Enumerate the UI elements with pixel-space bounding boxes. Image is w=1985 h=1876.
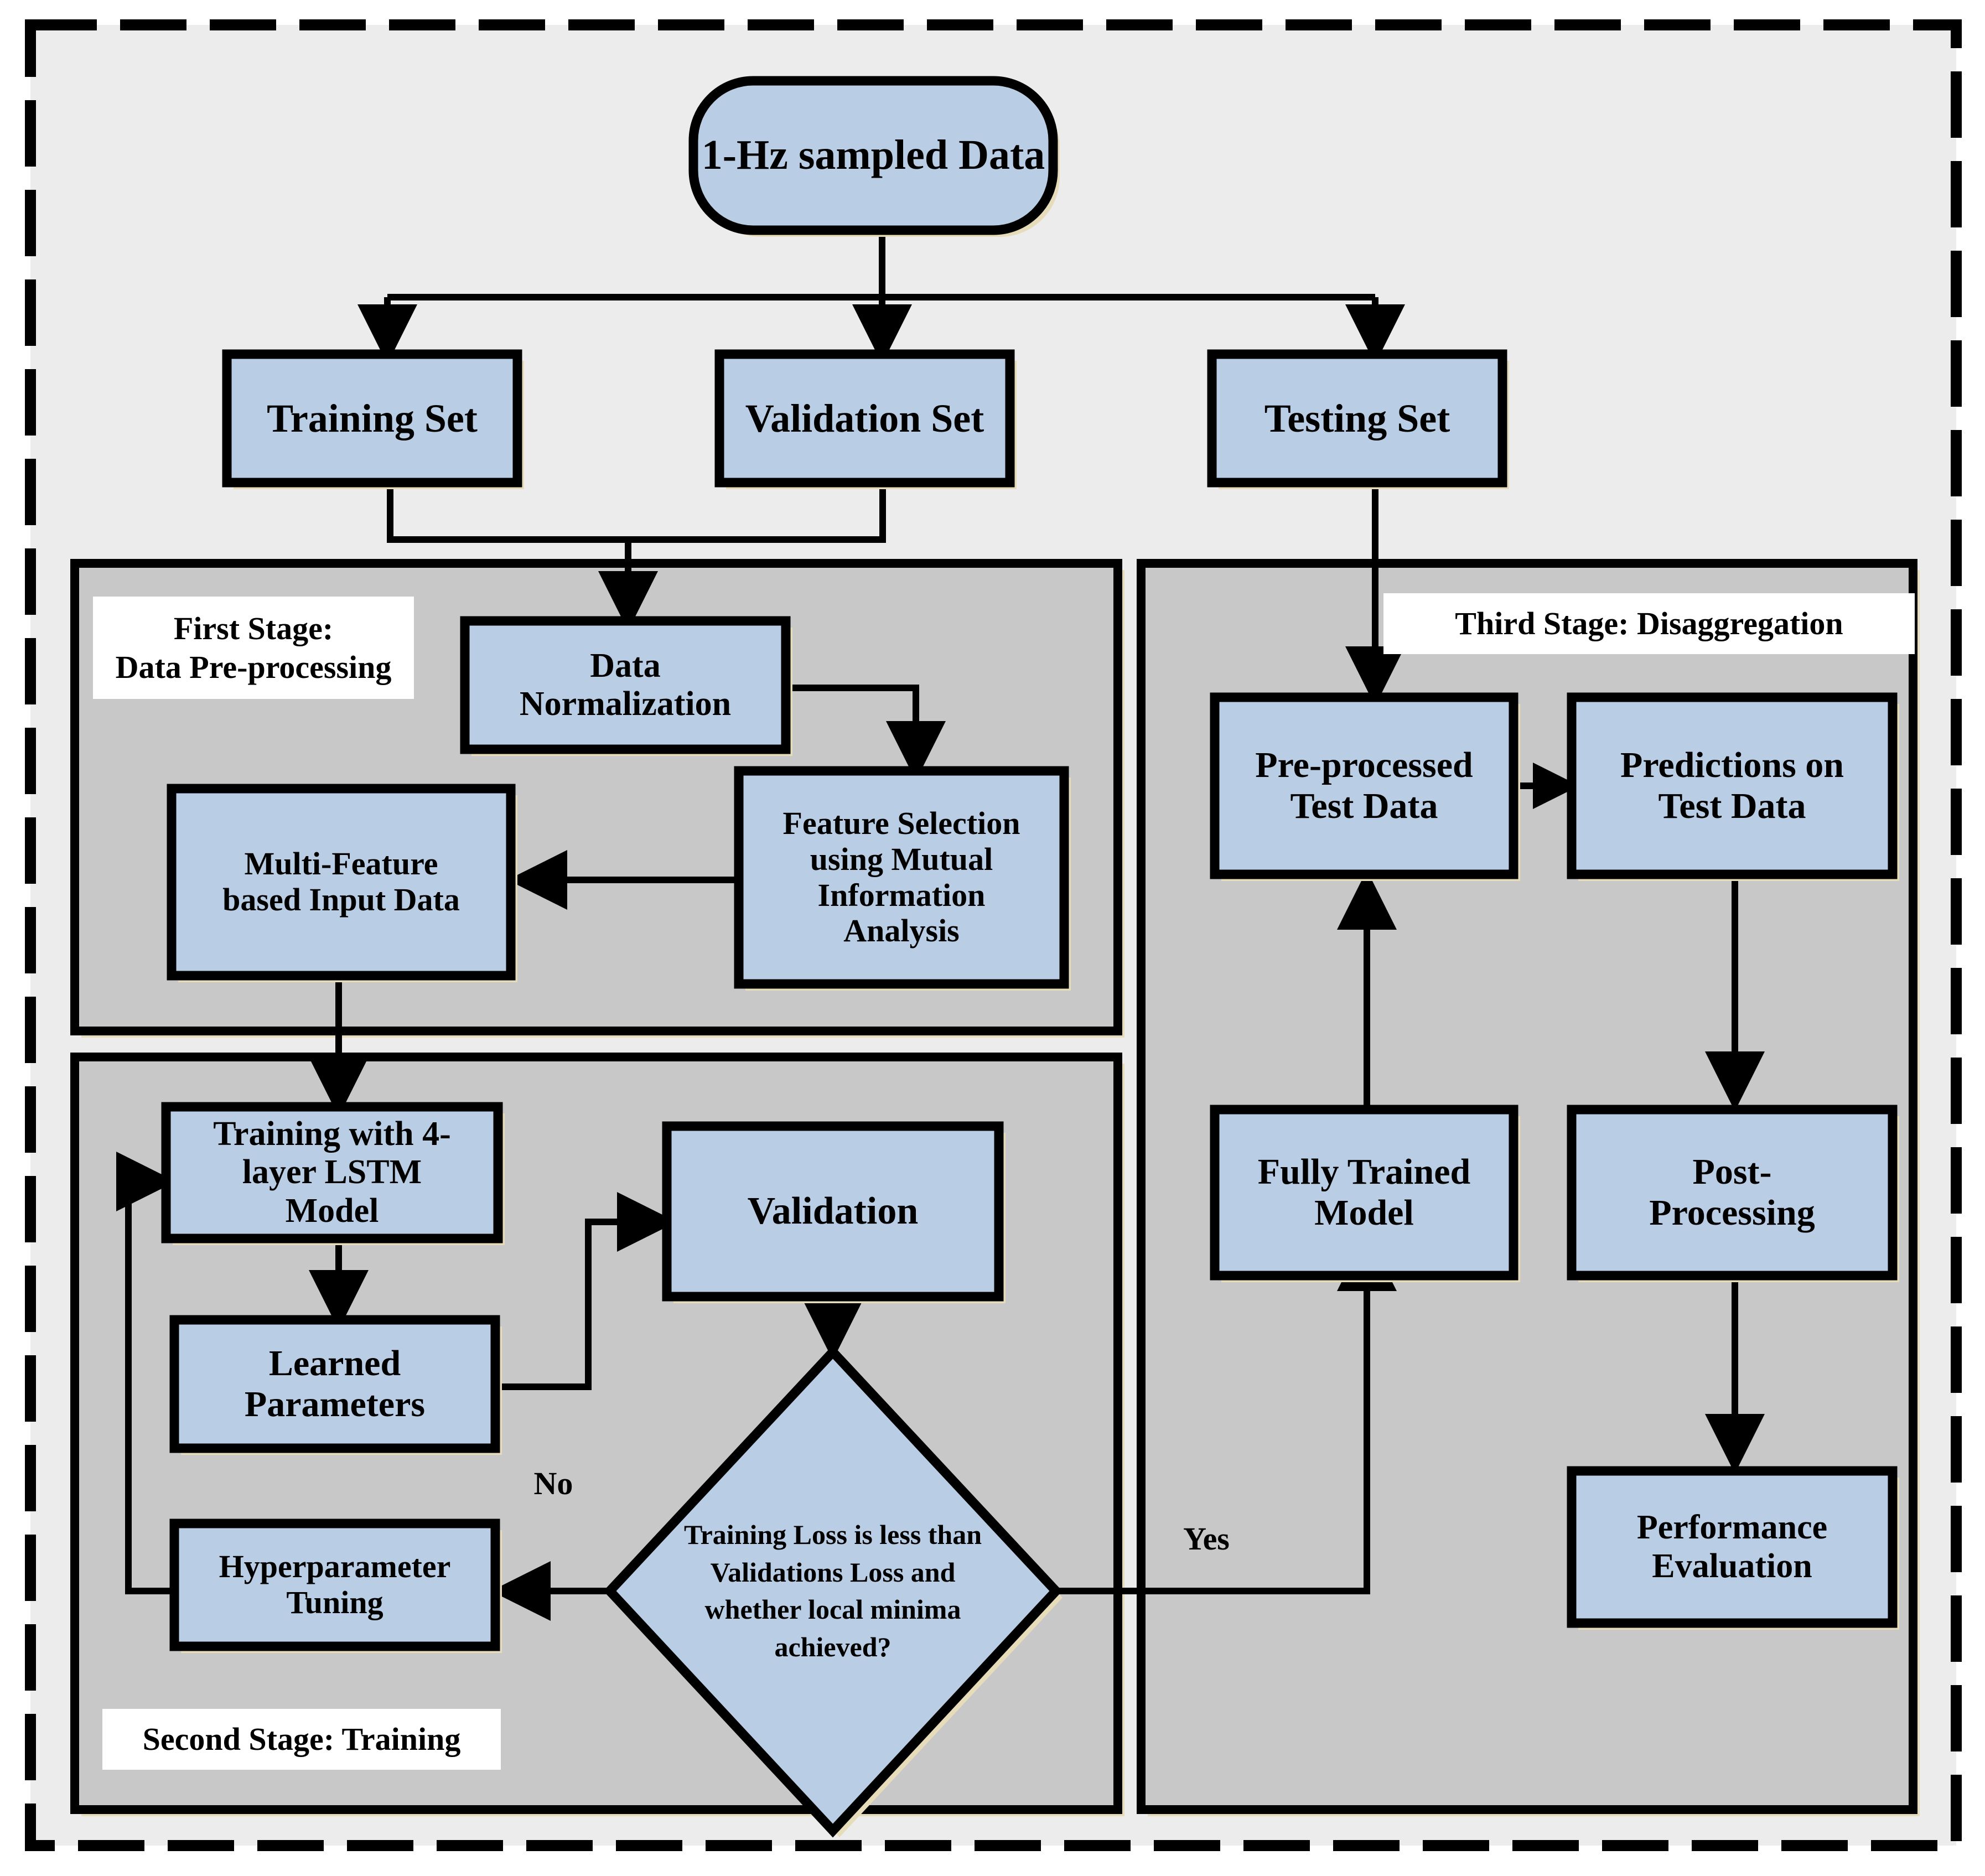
edge-training-set-to-merge	[387, 487, 628, 543]
node-multifeature	[167, 784, 516, 981]
node-testing-set	[1207, 349, 1507, 488]
second-stage-tag-line-1: Second Stage: Training	[142, 1721, 461, 1758]
node-feature-selection	[734, 766, 1069, 989]
node-preprocessed-test-data	[1210, 692, 1518, 879]
edge-hyperparameter-to-training-loop	[116, 1152, 176, 1594]
third-stage-tag: Third Stage: Disaggregation	[1383, 593, 1915, 654]
third-stage-tag-line-1: Third Stage: Disaggregation	[1455, 605, 1843, 642]
node-hyperparameter-tuning	[169, 1519, 500, 1651]
node-training-set	[222, 349, 522, 488]
node-performance-evaluation	[1567, 1466, 1898, 1628]
edge-learned-params-to-validation	[495, 1192, 677, 1390]
first-stage-tag: First Stage: Data Pre-processing	[93, 597, 414, 699]
node-post-processing	[1567, 1105, 1898, 1281]
node-fully-trained-model	[1210, 1105, 1518, 1281]
first-stage-tag-line-2: Data Pre-processing	[115, 649, 392, 685]
node-learned-parameters	[169, 1315, 500, 1453]
edge-validation-set-to-merge	[628, 487, 886, 543]
outer-dashed-border	[25, 19, 1962, 1851]
node-data-normalization	[460, 616, 791, 754]
node-start	[688, 76, 1058, 235]
node-decision	[603, 1345, 1063, 1838]
edge-normalization-to-feature-selection	[792, 685, 946, 781]
node-validation-set	[714, 349, 1015, 488]
node-validation	[662, 1121, 1004, 1302]
edge-decision-yes-to-fully-trained	[1056, 1231, 1397, 1594]
second-stage-tag: Second Stage: Training	[102, 1709, 501, 1770]
node-predictions-test-data	[1567, 692, 1898, 879]
edge-label-no: No	[533, 1465, 573, 1501]
node-training-lstm	[161, 1102, 503, 1243]
first-stage-tag-line-1: First Stage:	[173, 610, 334, 646]
edge-label-yes: Yes	[1183, 1520, 1230, 1557]
